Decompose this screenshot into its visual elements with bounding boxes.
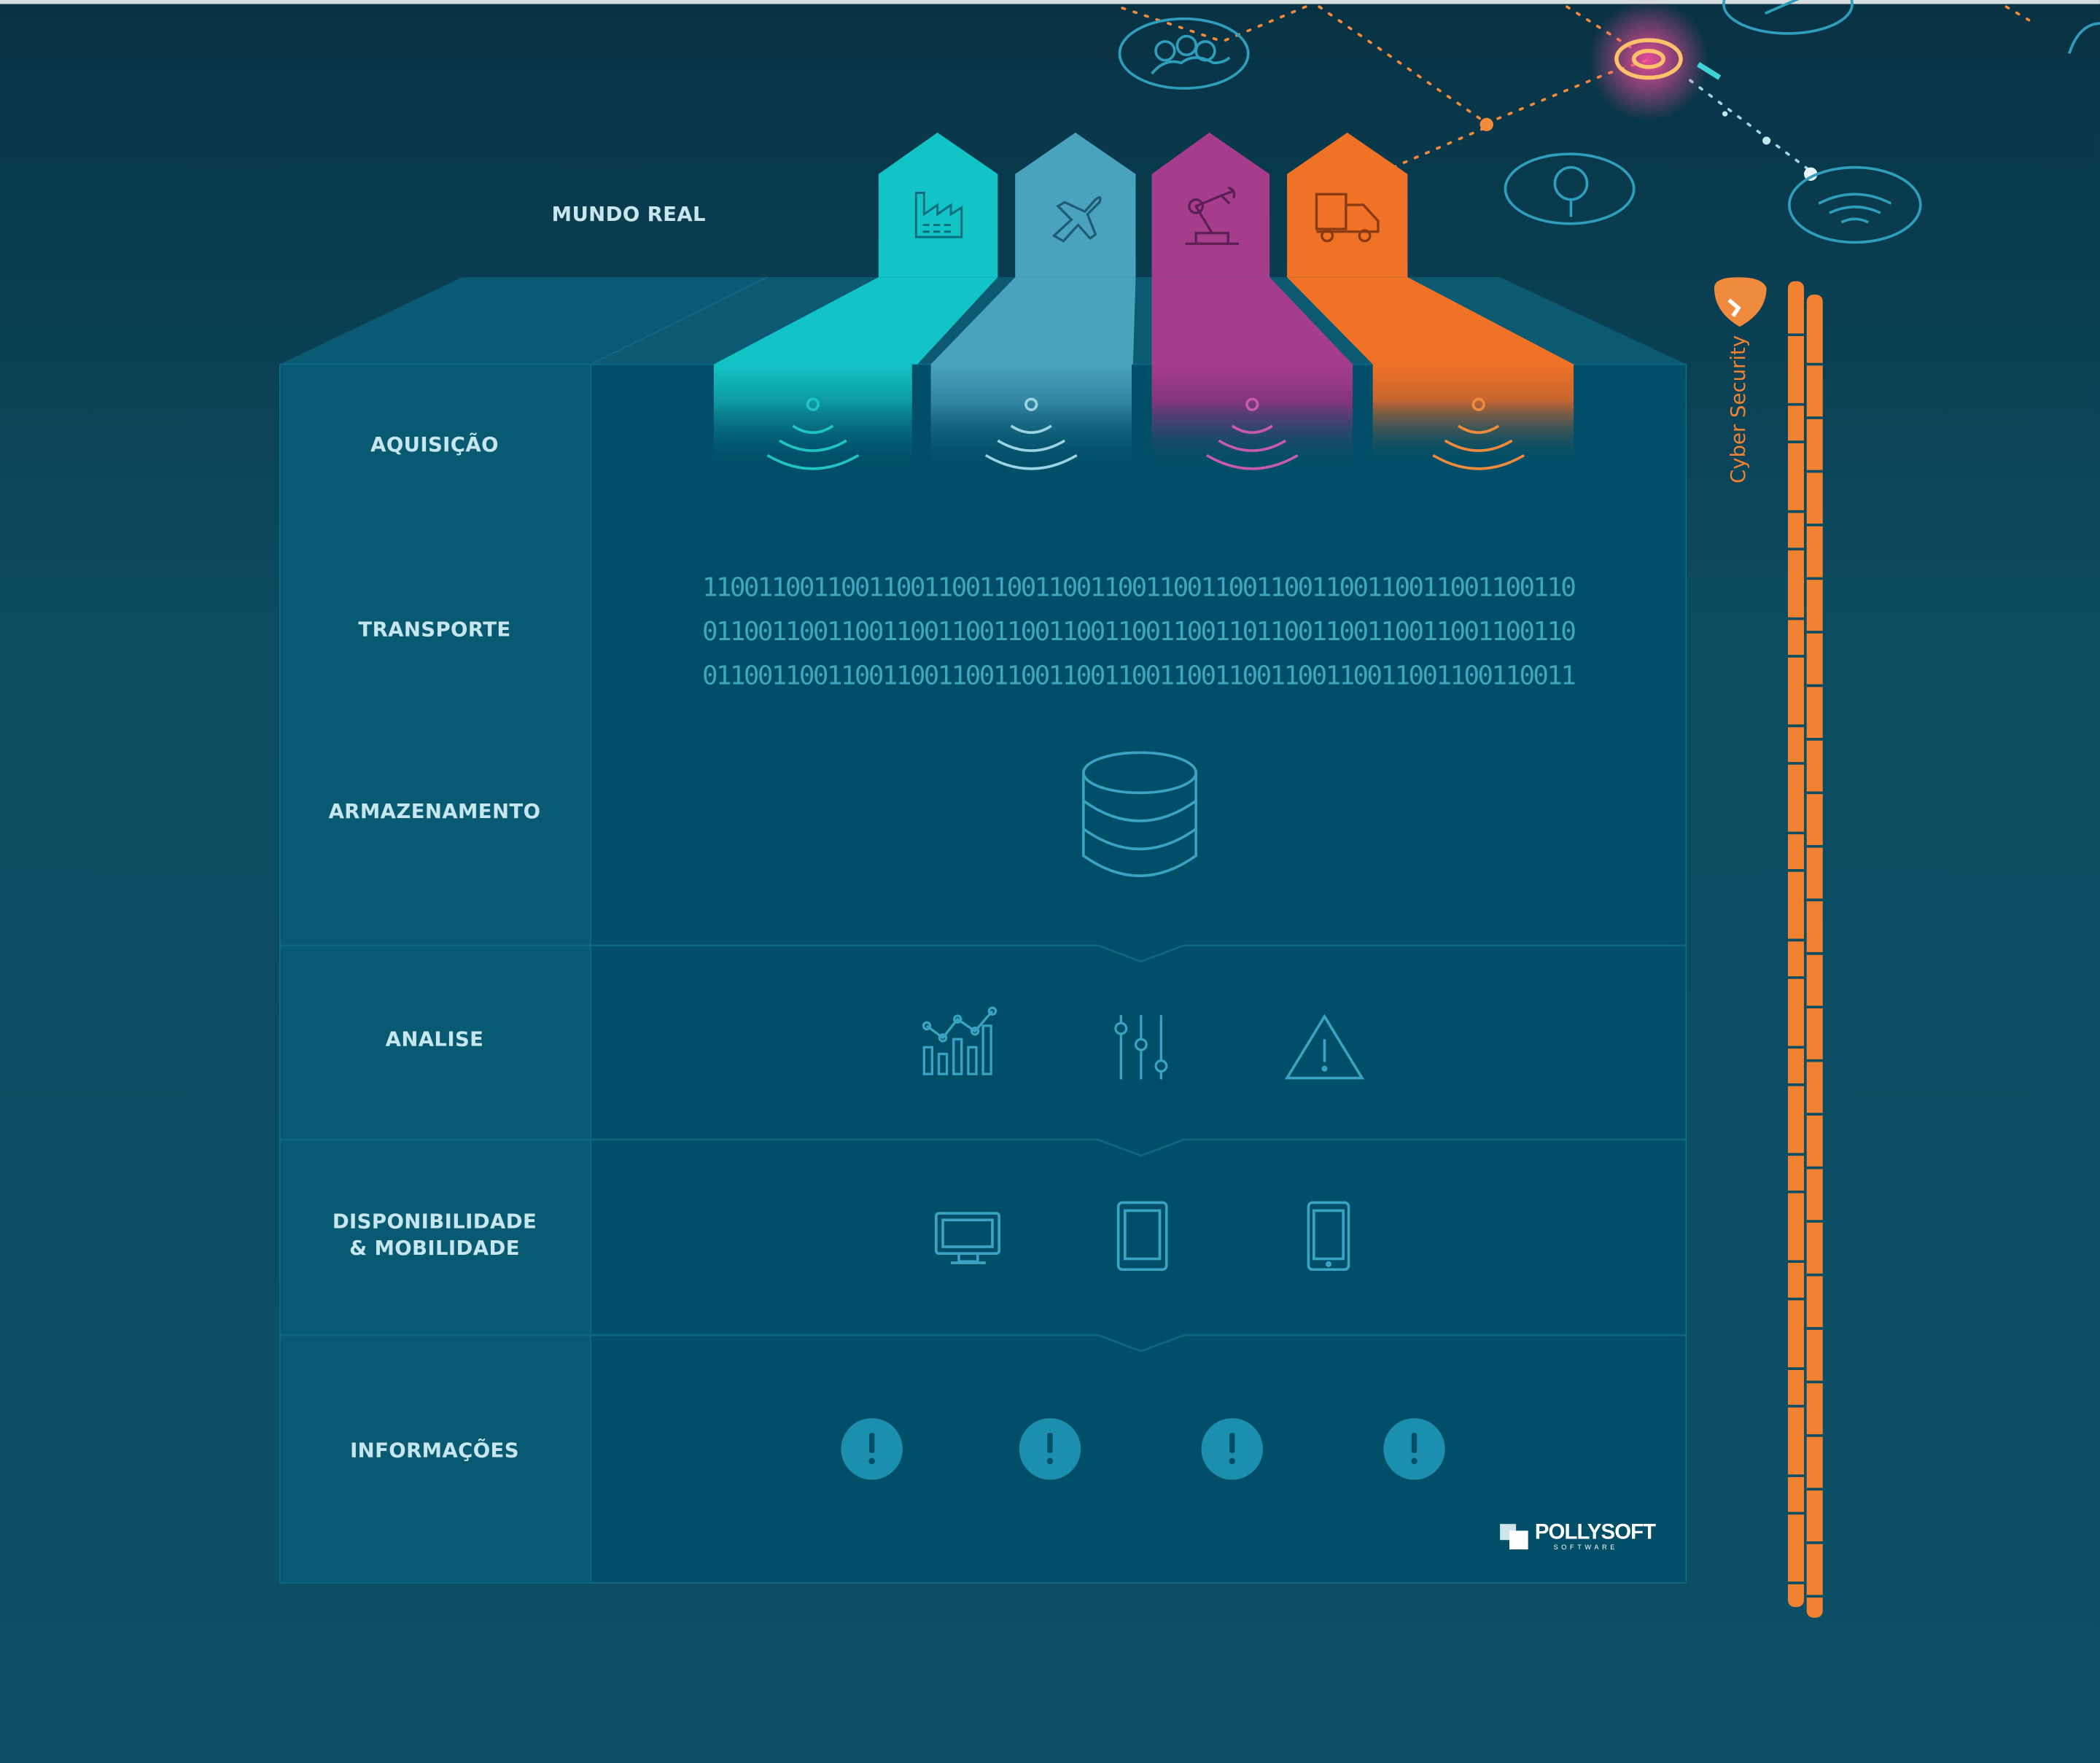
factory-icon [914, 192, 963, 238]
source-arrow-airplane [930, 132, 1136, 472]
group-icon [1118, 17, 1250, 90]
robot-arm-icon [1185, 186, 1239, 245]
layer-label-storage: ARMAZENAMENTO [328, 799, 541, 824]
airplane-icon [1051, 196, 1102, 243]
location-pin-icon [1504, 152, 1636, 225]
database-icon [1082, 751, 1198, 878]
sensor-wave-icon-blue [984, 397, 1078, 470]
source-arrow-robot [1151, 132, 1353, 472]
warning-triangle-icon [1284, 1013, 1365, 1080]
brand-name: POLLYSOFT [1534, 1521, 1656, 1544]
target-icon [1588, 0, 1722, 121]
sensor-wave-icon-magenta [1205, 397, 1299, 470]
link-icon [1722, 0, 1854, 35]
shield-icon [1714, 277, 1767, 327]
truck-icon [1315, 192, 1380, 243]
brand-tagline: SOFTWARE [1553, 1544, 1619, 1552]
layer-label-information: INFORMAÇÕES [350, 1438, 519, 1463]
tablet-icon [1116, 1201, 1168, 1272]
line-bar-chart-icon [922, 1006, 998, 1075]
alert-icon [1383, 1418, 1445, 1480]
alert-icon [1019, 1418, 1081, 1480]
alert-icon [841, 1418, 903, 1480]
layer-label-availability-mobility: DISPONIBILIDADE & MOBILIDADE [332, 1209, 537, 1261]
monitor-icon [935, 1212, 1001, 1264]
security-wall [1787, 281, 1823, 1618]
cyber-security-label: Cyber Security [1726, 335, 1751, 484]
binary-stream-line: 1100110011001100110011001100110011001100… [701, 572, 1576, 603]
layer-label-analysis: ANALISE [385, 1027, 484, 1051]
pollysoft-logo-mark [1500, 1524, 1528, 1550]
binary-stream-line: 0110011001100110011001100110011001100110… [701, 660, 1576, 691]
source-arrow-factory [713, 132, 998, 472]
smartphone-icon [1307, 1201, 1350, 1272]
top-label-real-world: MUNDO REAL [551, 202, 706, 227]
layer-label-transport: TRANSPORTE [358, 617, 511, 642]
sensor-wave-icon-teal [766, 397, 860, 470]
sensor-wave-icon-orange [1432, 397, 1525, 470]
layer-label-acquisition: AQUISIÇÃO [370, 432, 499, 457]
alert-icon [1201, 1418, 1264, 1480]
sliders-icon [1114, 1015, 1168, 1080]
binary-stream-line: 0110011001100110011001100110011001100110… [701, 615, 1576, 647]
wifi-icon [1787, 166, 1922, 244]
